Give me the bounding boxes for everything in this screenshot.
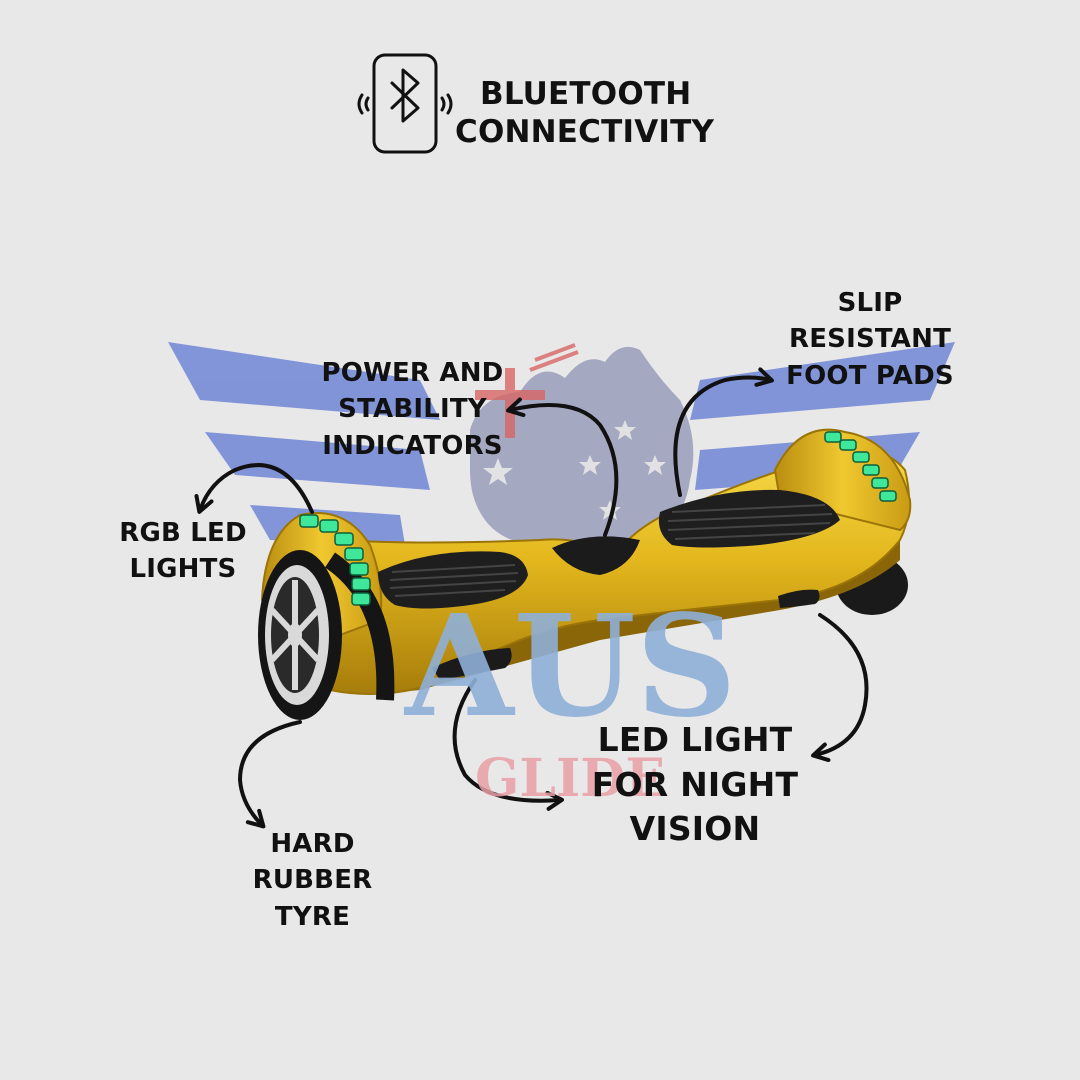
- label-led-line1: LED LIGHT: [597, 720, 793, 759]
- rgb-led-right: [824, 431, 897, 502]
- label-rgb: RGB LED LIGHTS: [108, 515, 258, 588]
- label-slip-line2: RESISTANT: [788, 324, 952, 355]
- front-led-light-right: [778, 589, 820, 608]
- rgb-led-left: [299, 514, 371, 606]
- bluetooth-phone-icon: [357, 53, 453, 154]
- label-led-line2: FOR NIGHT: [591, 764, 799, 804]
- left-wing: [168, 342, 440, 420]
- left-wheel: [258, 550, 395, 720]
- arrow-power: [506, 397, 619, 537]
- label-power-line2: STABILITY: [338, 394, 487, 425]
- label-tyre: HARD RUBBER TYRE: [230, 826, 395, 935]
- label-slip-line1: SLIP: [837, 288, 903, 318]
- label-led: LED LIGHT FOR NIGHT VISION: [575, 718, 815, 852]
- callout-arrows: [194, 367, 869, 829]
- arrow-tyre: [237, 720, 302, 829]
- label-power: POWER AND STABILITY INDICATORS: [300, 355, 525, 464]
- label-rgb-line2: LIGHTS: [129, 554, 237, 585]
- label-power-line1: POWER AND: [321, 358, 504, 388]
- arrow-led-left: [452, 678, 564, 811]
- watermark-aus: AUS: [405, 585, 737, 749]
- arrow-led-right: [811, 613, 869, 763]
- label-power-line3: INDICATORS: [322, 430, 503, 461]
- label-led-line3: VISION: [629, 809, 761, 849]
- watermark-stars: [483, 420, 666, 520]
- label-slip-line3: FOOT PADS: [786, 360, 954, 391]
- right-wing: [690, 342, 955, 420]
- label-tyre-line2: RUBBER: [252, 865, 373, 896]
- label-bluetooth-line2: CONNECTIVITY: [455, 113, 715, 150]
- label-tyre-line3: TYRE: [274, 901, 351, 932]
- label-slip: SLIP RESISTANT FOOT PADS: [770, 285, 970, 394]
- arrow-rgb: [194, 463, 314, 514]
- label-rgb-line1: RGB LED: [119, 518, 247, 548]
- label-tyre-line1: HARD: [270, 829, 355, 859]
- label-bluetooth: BLUETOOTH CONNECTIVITY: [455, 76, 715, 152]
- indicator-panel: [552, 536, 640, 575]
- hoverboard: [258, 428, 912, 720]
- arrow-slip: [673, 367, 774, 497]
- front-led-light-left: [432, 648, 512, 680]
- label-bluetooth-line1: BLUETOOTH: [480, 76, 692, 112]
- watermark-glide: GLIDE: [475, 748, 666, 809]
